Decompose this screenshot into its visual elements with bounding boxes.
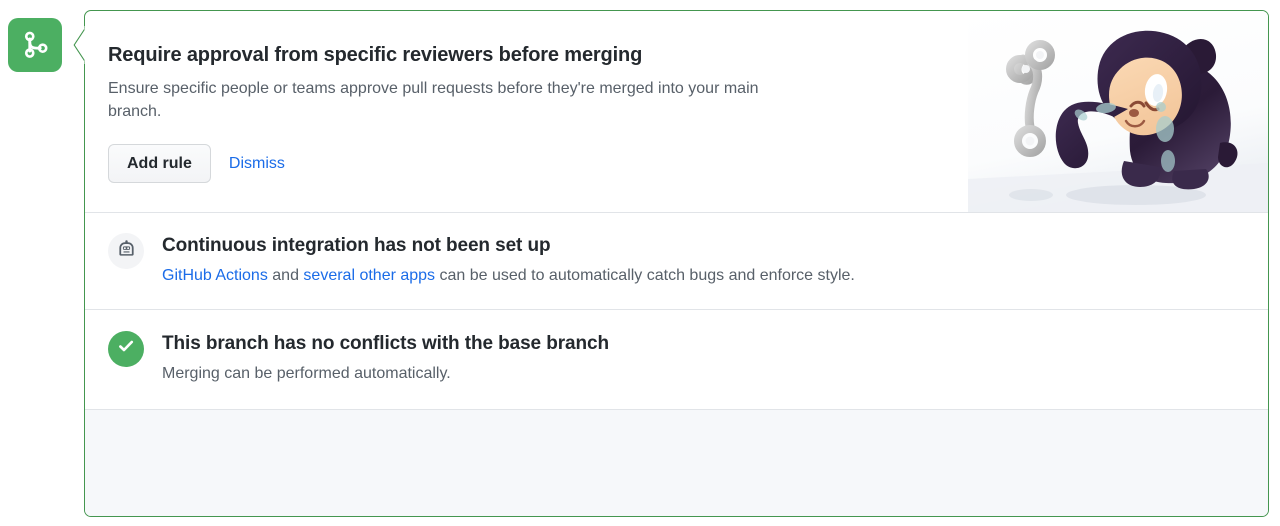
ci-status-body: Continuous integration has not been set … — [162, 233, 855, 287]
conflict-status-title: This branch has no conflicts with the ba… — [162, 332, 609, 354]
merge-action-footer: Merge pull request You can also open thi… — [85, 409, 1268, 516]
ci-status-subtitle: GitHub Actions and several other apps ca… — [162, 264, 855, 287]
github-actions-link[interactable]: GitHub Actions — [162, 266, 268, 284]
octocat-illustration — [968, 11, 1268, 212]
ci-text-tail: can be used to automatically catch bugs … — [435, 266, 855, 284]
promo-actions: Add rule Dismiss — [108, 144, 838, 184]
octocat-body — [1055, 30, 1238, 190]
ci-status-icon — [108, 233, 144, 269]
merge-state-badge — [8, 18, 62, 72]
branch-rule-promo: Require approval from specific reviewers… — [85, 11, 1268, 213]
merge-status-box: Require approval from specific reviewers… — [84, 10, 1269, 517]
dismiss-link[interactable]: Dismiss — [228, 154, 285, 172]
conflict-status-icon — [108, 330, 144, 367]
promo-text-block: Require approval from specific reviewers… — [108, 43, 838, 184]
ci-status-title: Continuous integration has not been set … — [162, 235, 551, 256]
branch-toy — [1006, 40, 1055, 157]
robot-icon — [117, 239, 136, 263]
conflict-status-row: This branch has no conflicts with the ba… — [85, 310, 1268, 410]
ci-text-and: and — [267, 266, 304, 284]
promo-description: Ensure specific people or teams approve … — [108, 80, 759, 121]
ci-status-row: Continuous integration has not been set … — [85, 213, 1268, 310]
callout-pointer — [73, 26, 86, 64]
promo-title: Require approval from specific reviewers… — [108, 44, 643, 66]
conflict-status-subtitle: Merging can be performed automatically. — [162, 364, 451, 382]
git-merge-icon — [21, 31, 49, 59]
check-icon — [116, 336, 136, 361]
add-rule-button[interactable]: Add rule — [108, 144, 211, 184]
conflict-status-body: This branch has no conflicts with the ba… — [162, 331, 609, 385]
other-apps-link[interactable]: several other apps — [303, 266, 436, 284]
